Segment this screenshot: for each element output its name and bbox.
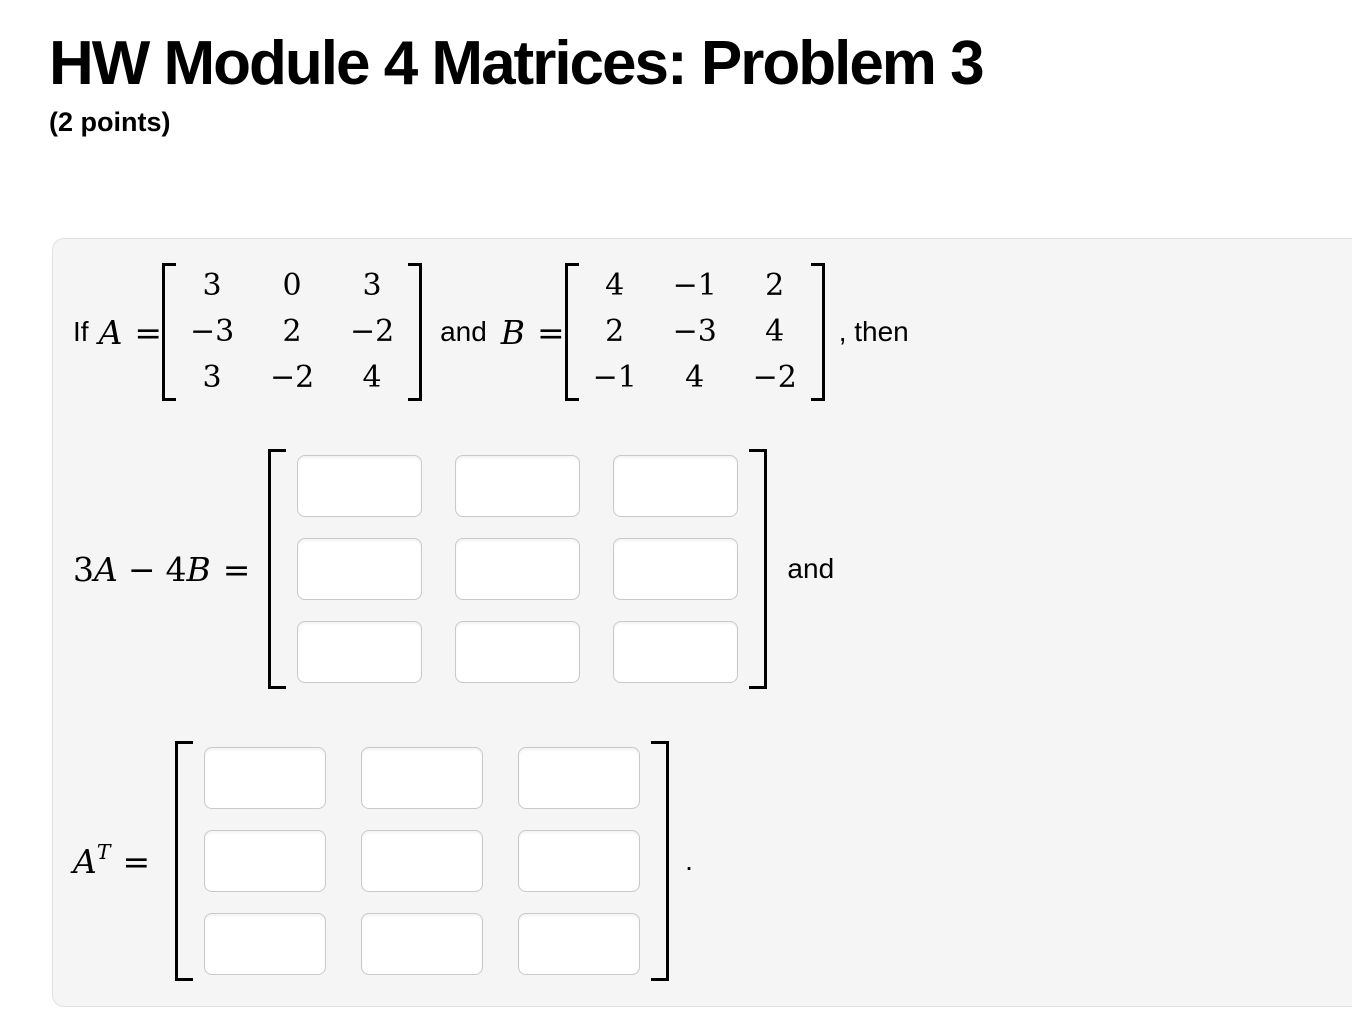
right-bracket <box>651 741 670 981</box>
matrix-a-cell: 3 <box>202 268 222 303</box>
page-title: HW Module 4 Matrices: Problem 3 <box>49 29 985 98</box>
matrix-a: 3 0 3 −3 2 −2 3 −2 4 <box>162 263 423 401</box>
matrix-b-cell: −2 <box>752 360 797 395</box>
answer-matrix-3a-minus-4b <box>268 449 768 689</box>
matrix-a-cell: 2 <box>282 314 302 349</box>
answer-grid <box>193 741 651 981</box>
transpose-input-r2c3[interactable] <box>518 830 641 892</box>
matrix-b: 4 −1 2 2 −3 4 −1 4 −2 <box>564 263 825 401</box>
points-label: (2 points) <box>49 107 171 137</box>
right-bracket <box>810 263 825 401</box>
answer-input-r3c1[interactable] <box>297 621 423 683</box>
matrix-b-grid: 4 −1 2 2 −3 4 −1 4 −2 <box>579 263 811 401</box>
answer-input-r1c2[interactable] <box>455 455 581 517</box>
matrix-b-cell: 4 <box>765 314 785 349</box>
expression-a-transpose-row: AT= . <box>73 741 1352 981</box>
transpose-input-r3c3[interactable] <box>518 913 641 975</box>
transpose-input-r1c3[interactable] <box>518 747 641 809</box>
matrix-b-cell: −1 <box>672 268 717 303</box>
matrix-b-cell: −1 <box>592 360 637 395</box>
matrix-a-cell: −2 <box>269 360 315 395</box>
expression-3a-minus-4b-row: 3A−4B= and <box>73 449 1352 689</box>
matrix-a-lhs: A= <box>98 312 163 352</box>
transpose-input-r3c1[interactable] <box>204 913 327 975</box>
left-bracket <box>564 263 579 401</box>
matrix-a-cell: −3 <box>189 314 235 349</box>
left-bracket <box>175 741 194 981</box>
matrix-a-cell: 4 <box>362 360 382 395</box>
matrix-a-grid: 3 0 3 −3 2 −2 3 −2 4 <box>176 263 408 401</box>
matrix-b-cell: 2 <box>605 314 625 349</box>
and-suffix-text: and <box>787 553 835 584</box>
transpose-input-r1c2[interactable] <box>361 747 484 809</box>
problem-card: If A= 3 0 3 −3 2 −2 3 −2 4 and B= <box>52 238 1352 1007</box>
matrix-a-cell: 0 <box>282 268 302 303</box>
left-bracket <box>268 449 287 689</box>
if-text: If <box>73 316 89 347</box>
and-text: and <box>440 316 487 347</box>
transpose-input-r2c1[interactable] <box>204 830 327 892</box>
right-bracket <box>749 449 768 689</box>
matrix-a-cell: 3 <box>362 268 382 303</box>
right-bracket <box>408 263 423 401</box>
answer-input-r3c3[interactable] <box>613 621 739 683</box>
transpose-input-r3c2[interactable] <box>361 913 484 975</box>
answer-input-r1c1[interactable] <box>297 455 423 517</box>
transpose-input-r2c2[interactable] <box>361 830 484 892</box>
answer-input-r2c2[interactable] <box>455 538 581 600</box>
left-bracket <box>162 263 177 401</box>
period-text: . <box>685 845 693 876</box>
expression-a-transpose-label: AT= <box>73 839 151 881</box>
answer-grid <box>286 449 749 689</box>
then-text: , then <box>838 316 909 347</box>
matrix-a-cell: 3 <box>202 360 222 395</box>
matrix-a-cell: −2 <box>349 314 395 349</box>
matrix-b-cell: 4 <box>685 360 705 395</box>
given-matrices-row: If A= 3 0 3 −3 2 −2 3 −2 4 and B= <box>73 263 1352 401</box>
answer-input-r3c2[interactable] <box>455 621 581 683</box>
matrix-b-cell: 4 <box>605 268 625 303</box>
matrix-b-lhs: B= <box>500 312 565 352</box>
matrix-b-cell: −3 <box>672 314 717 349</box>
answer-matrix-a-transpose <box>175 741 670 981</box>
transpose-input-r1c1[interactable] <box>204 747 327 809</box>
matrix-b-cell: 2 <box>765 268 785 303</box>
answer-input-r1c3[interactable] <box>613 455 739 517</box>
expression-3a-minus-4b-label: 3A−4B= <box>73 549 251 589</box>
answer-input-r2c3[interactable] <box>613 538 739 600</box>
answer-input-r2c1[interactable] <box>297 538 423 600</box>
